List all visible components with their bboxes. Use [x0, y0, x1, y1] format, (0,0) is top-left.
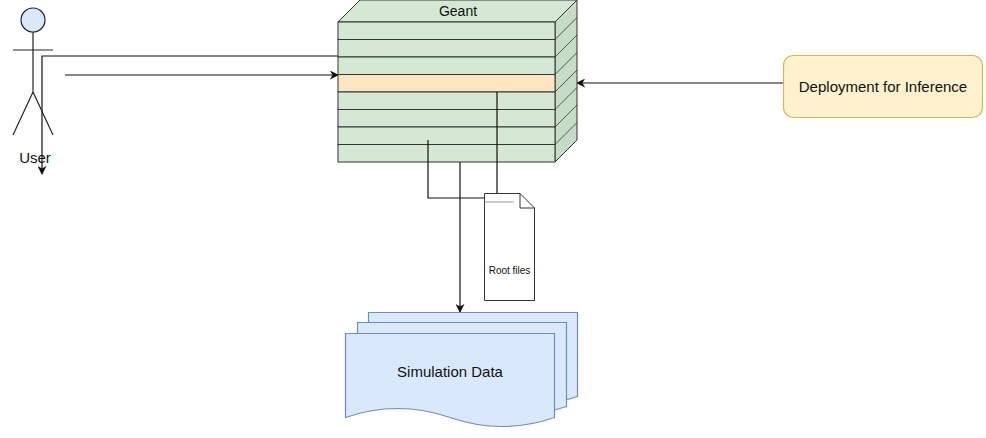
arrow-connector	[65, 74, 338, 75]
text-area: Simulation Data	[355, 342, 545, 402]
arrow-connector	[42, 56, 345, 174]
text-area: Root files	[486, 243, 533, 297]
text-area: Deployment for Inference	[789, 59, 977, 114]
arrow-connector	[577, 82, 783, 83]
node-label: Deployment for Inference	[799, 77, 967, 97]
arrow-connector	[459, 162, 460, 312]
node-label: Simulation Data	[397, 362, 503, 382]
node-label: Geant	[439, 2, 477, 20]
document-stack: Simulation Data	[345, 312, 578, 438]
actor-figure: User	[5, 0, 65, 172]
stack-box-outline	[338, 0, 577, 162]
node-label: User	[19, 148, 51, 168]
text-area: User	[5, 146, 65, 170]
actor-figure-outline	[5, 0, 65, 172]
process-box: Deployment for Inference	[783, 55, 983, 118]
document-icon: Root files	[484, 193, 535, 301]
node-label: Root files	[489, 259, 531, 282]
text-area: Geant	[368, 1, 548, 22]
stack-box: Geant	[338, 0, 577, 162]
document-icon-outline	[484, 193, 535, 301]
